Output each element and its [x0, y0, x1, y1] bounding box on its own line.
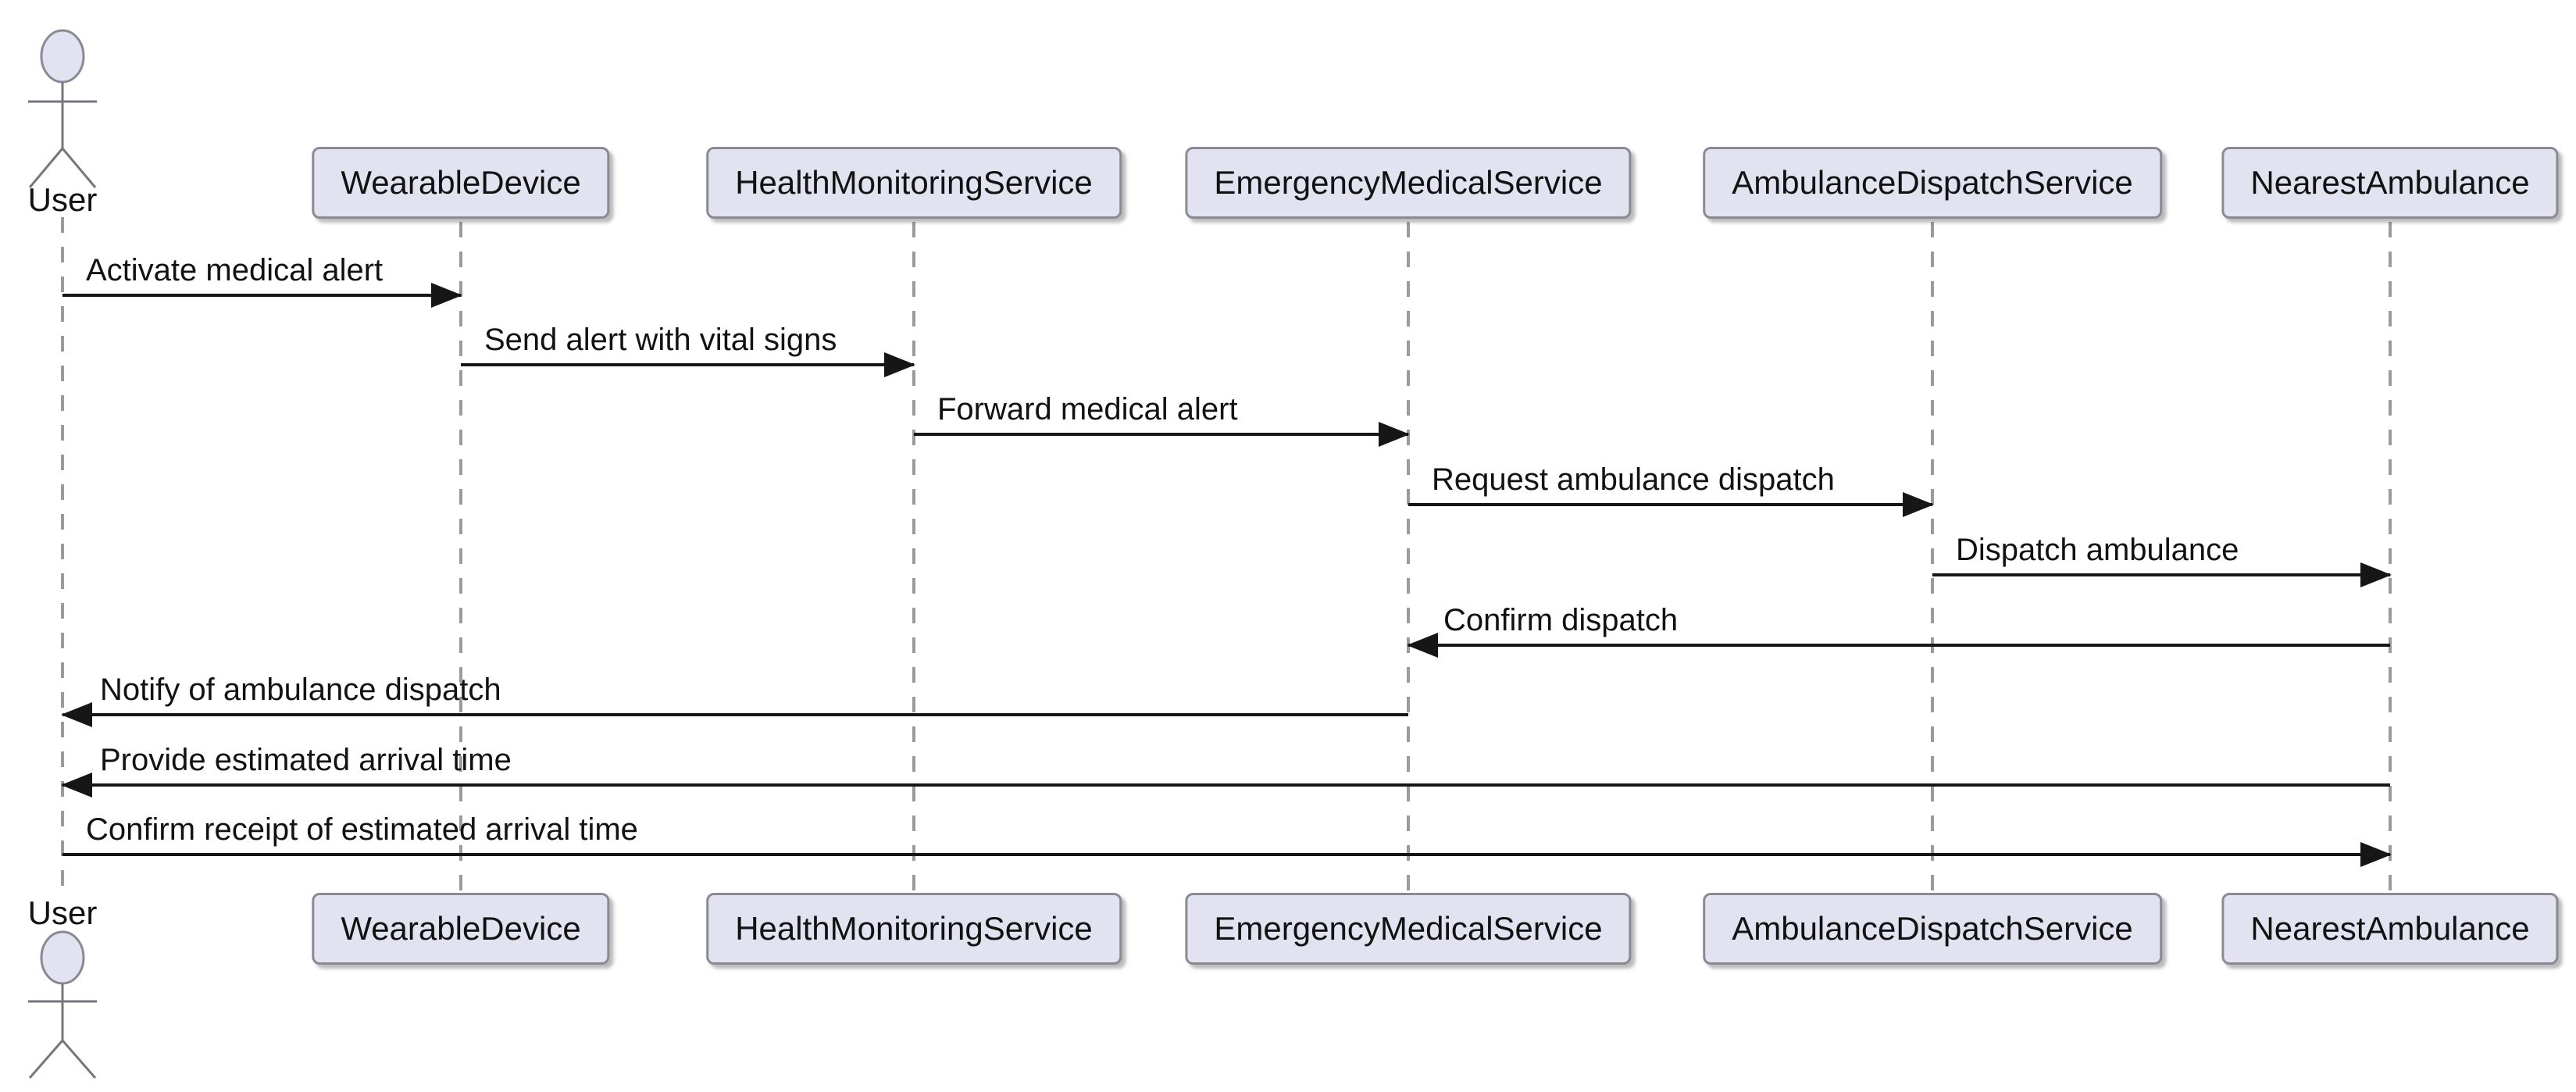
- participant-box-ambulancedispatchservice-bottom: AmbulanceDispatchService: [1703, 893, 2162, 965]
- participant-box-emergencymedicalservice-bottom: EmergencyMedicalService: [1185, 893, 1632, 965]
- actor-right-leg: [61, 1040, 97, 1079]
- participant-box-nearestambulance-bottom: NearestAmbulance: [2221, 893, 2559, 965]
- message-label-2: Send alert with vital signs: [484, 323, 837, 357]
- arrowhead-right-icon: [431, 283, 462, 308]
- lifeline-wearabledevice: [459, 222, 462, 893]
- message-arrow-6: [1407, 633, 2390, 658]
- arrowhead-right-icon: [2360, 842, 2392, 867]
- message-arrow-1: [62, 283, 462, 308]
- message-label-8: Provide estimated arrival time: [100, 743, 512, 777]
- message-label-1: Activate medical alert: [86, 253, 384, 287]
- message-arrow-9: [62, 842, 2392, 867]
- actor-head: [40, 29, 85, 84]
- lifeline-emergencymedicalservice: [1407, 222, 1410, 893]
- message-arrow-2: [461, 352, 915, 377]
- actor-user-top-label: User: [27, 181, 98, 218]
- arrowhead-right-icon: [884, 352, 915, 377]
- participant-box-emergencymedicalservice-top: EmergencyMedicalService: [1185, 147, 1632, 219]
- arrowhead-right-icon: [1903, 492, 1934, 517]
- arrowhead-right-icon: [2360, 562, 2392, 587]
- message-label-5: Dispatch ambulance: [1956, 533, 2239, 567]
- message-label-6: Confirm dispatch: [1443, 603, 1679, 637]
- lifeline-ambulancedispatchservice: [1931, 222, 1934, 893]
- arrowhead-left-icon: [61, 773, 92, 798]
- message-label-3: Forward medical alert: [937, 392, 1238, 426]
- arrowhead-left-icon: [1407, 633, 1438, 658]
- participant-box-nearestambulance-top: NearestAmbulance: [2221, 147, 2559, 219]
- actor-left-leg: [28, 1040, 64, 1079]
- participant-box-healthmonitoringservice-top: HealthMonitoringService: [706, 147, 1122, 219]
- message-label-4: Request ambulance dispatch: [1432, 462, 1835, 497]
- actor-user-bottom-figure: [28, 930, 97, 1079]
- arrowhead-left-icon: [61, 702, 92, 727]
- lifeline-healthmonitoringservice: [912, 222, 915, 893]
- participant-box-ambulancedispatchservice-top: AmbulanceDispatchService: [1703, 147, 2162, 219]
- message-arrow-5: [1932, 562, 2392, 587]
- lifeline-user: [61, 217, 64, 893]
- message-arrow-8: [61, 773, 2390, 798]
- participant-box-wearabledevice-top: WearableDevice: [312, 147, 610, 219]
- message-label-7: Notify of ambulance dispatch: [100, 673, 501, 707]
- actor-user-bottom-label: User: [27, 894, 98, 931]
- actor-head: [40, 930, 85, 985]
- actor-right-leg: [61, 148, 97, 188]
- message-arrow-3: [914, 422, 1410, 447]
- actor-left-leg: [28, 148, 64, 188]
- participant-box-wearabledevice-bottom: WearableDevice: [312, 893, 610, 965]
- message-label-9: Confirm receipt of estimated arrival tim…: [86, 812, 638, 847]
- lifeline-nearestambulance: [2389, 222, 2392, 893]
- participant-box-healthmonitoringservice-bottom: HealthMonitoringService: [706, 893, 1122, 965]
- message-arrow-4: [1408, 492, 1934, 517]
- message-arrow-7: [61, 702, 1408, 727]
- arrowhead-right-icon: [1379, 422, 1410, 447]
- actor-user-top-figure: [28, 29, 97, 188]
